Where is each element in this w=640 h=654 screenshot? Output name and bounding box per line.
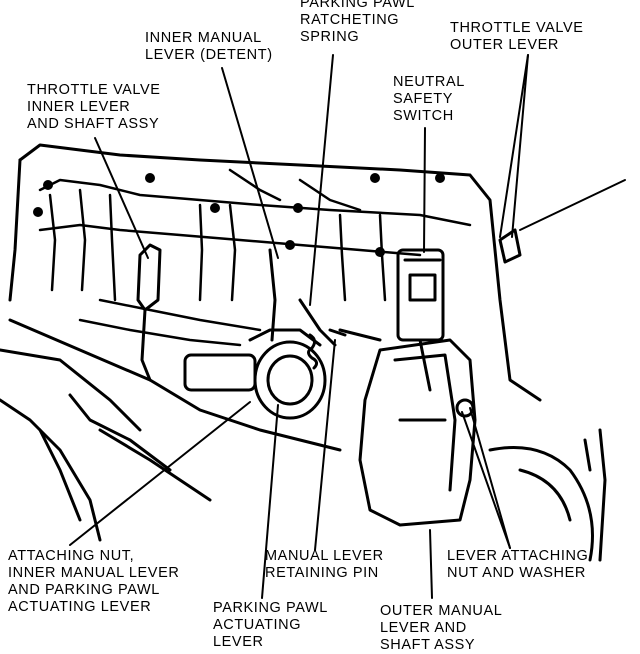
label-line: RATCHETING bbox=[300, 12, 400, 28]
label-parking-pawl-ratcheting-spring: PARKING PAWL RATCHETING SPRING bbox=[300, 0, 415, 46]
inner-lever-assembly bbox=[183, 248, 347, 420]
label-line: INNER MANUAL LEVER bbox=[8, 565, 180, 581]
leader-line-tv-inner bbox=[94, 137, 149, 259]
label-line: INNER MANUAL bbox=[145, 30, 262, 46]
label-line: PARKING PAWL bbox=[300, 0, 415, 11]
valve-body bbox=[38, 168, 472, 347]
label-line: AND SHAFT ASSY bbox=[27, 116, 160, 132]
leader-line-lever-nut-2 bbox=[461, 411, 511, 549]
label-line: ACTUATING LEVER bbox=[8, 599, 152, 615]
label-throttle-valve-outer-lever: THROTTLE VALVE OUTER LEVER bbox=[450, 20, 584, 54]
label-line: LEVER ATTACHING bbox=[447, 548, 589, 564]
label-line: AND PARKING PAWL bbox=[8, 582, 160, 598]
label-line: SAFETY bbox=[393, 91, 453, 107]
leader-line-pawl-lever bbox=[261, 404, 279, 599]
leader-line-attaching-nut bbox=[69, 401, 251, 546]
label-manual-lever-retaining-pin: MANUAL LEVER RETAINING PIN bbox=[265, 548, 384, 582]
leader-line-pawl-spring bbox=[309, 54, 334, 306]
label-line: SPRING bbox=[300, 29, 360, 45]
label-line: LEVER bbox=[213, 634, 264, 650]
label-line: LEVER AND bbox=[380, 620, 467, 636]
leader-line-lever-nut-1 bbox=[469, 407, 511, 549]
label-line: OUTER MANUAL bbox=[380, 603, 503, 619]
leader-line-tv-outer-2 bbox=[511, 54, 529, 238]
label-outer-manual-lever-shaft: OUTER MANUAL LEVER AND SHAFT ASSY bbox=[380, 603, 502, 654]
label-line: SWITCH bbox=[393, 108, 454, 124]
leader-line-nss bbox=[423, 127, 426, 253]
case-right-side bbox=[488, 428, 607, 562]
label-parking-pawl-actuating-lever: PARKING PAWL ACTUATING LEVER bbox=[213, 600, 328, 651]
leader-line-inner-manual bbox=[221, 67, 279, 259]
outer-lever-part bbox=[358, 228, 522, 527]
label-line: THROTTLE VALVE bbox=[27, 82, 161, 98]
leader-line-tv-outer-1 bbox=[499, 54, 529, 238]
label-line: THROTTLE VALVE bbox=[450, 20, 584, 36]
label-line: SHAFT ASSY bbox=[380, 637, 476, 653]
label-line: PARKING PAWL bbox=[213, 600, 328, 616]
leader-line-retaining-pin bbox=[314, 339, 336, 551]
neutral-safety-switch-part bbox=[396, 248, 445, 392]
tv-inner-lever-part bbox=[136, 243, 162, 382]
label-lever-attaching-nut-washer: LEVER ATTACHING NUT AND WASHER bbox=[447, 548, 588, 582]
bolt-heads bbox=[33, 173, 445, 257]
label-line: RETAINING PIN bbox=[265, 565, 379, 581]
label-line: MANUAL LEVER bbox=[265, 548, 384, 564]
label-line: ACTUATING bbox=[213, 617, 302, 633]
leader-line-outer-manual bbox=[429, 529, 433, 599]
label-inner-manual-lever: INNER MANUAL LEVER (DETENT) bbox=[145, 30, 273, 64]
leader-line-tv-outer-arrow bbox=[519, 179, 626, 231]
label-neutral-safety-switch: NEUTRAL SAFETY SWITCH bbox=[393, 74, 465, 125]
label-line: INNER LEVER bbox=[27, 99, 131, 115]
label-throttle-valve-inner-lever: THROTTLE VALVE INNER LEVER AND SHAFT ASS… bbox=[27, 82, 161, 133]
label-line: OUTER LEVER bbox=[450, 37, 559, 53]
label-line: NEUTRAL bbox=[393, 74, 465, 90]
case-housing bbox=[0, 143, 542, 542]
label-line: NUT AND WASHER bbox=[447, 565, 586, 581]
label-line: LEVER (DETENT) bbox=[145, 47, 273, 63]
label-line: ATTACHING NUT, bbox=[8, 548, 135, 564]
label-attaching-nut: ATTACHING NUT, INNER MANUAL LEVER AND PA… bbox=[8, 548, 179, 616]
leader-lines bbox=[69, 54, 626, 599]
